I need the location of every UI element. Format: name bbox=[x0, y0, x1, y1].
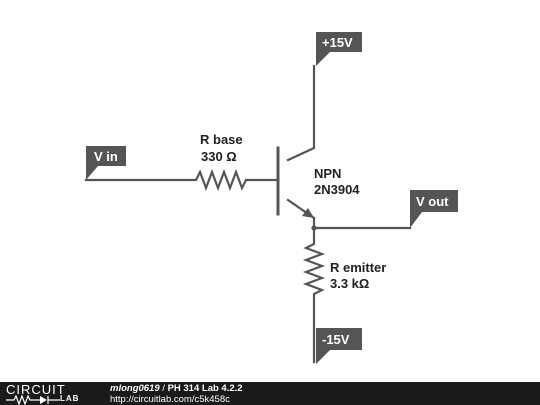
vin-label: V in bbox=[94, 149, 118, 164]
vcc-flag: +15V bbox=[316, 32, 362, 66]
remitter-resistor bbox=[302, 226, 326, 364]
rbase-resistor bbox=[84, 168, 278, 192]
remitter-name: R emitter bbox=[330, 260, 386, 275]
footer-bar: CIRCUIT LAB mlong0619 / PH 314 Lab 4.2.2… bbox=[0, 382, 540, 405]
vout-flag: V out bbox=[410, 190, 458, 228]
footer-info: mlong0619 / PH 314 Lab 4.2.2 http://circ… bbox=[110, 383, 243, 405]
collector-wire bbox=[286, 64, 316, 162]
transistor-type: NPN bbox=[314, 166, 341, 181]
logo-wordmark-bottom: LAB bbox=[60, 394, 80, 403]
vout-label: V out bbox=[416, 194, 449, 209]
output-wire bbox=[312, 216, 412, 230]
vee-flag: -15V bbox=[316, 328, 362, 364]
vee-label: -15V bbox=[322, 332, 350, 347]
remitter-value: 3.3 kΩ bbox=[330, 276, 369, 291]
rbase-name: R base bbox=[200, 132, 243, 147]
footer-separator: / bbox=[159, 383, 168, 394]
vin-flag: V in bbox=[86, 146, 126, 180]
vcc-label: +15V bbox=[322, 35, 353, 50]
logo-wordmark-top: CIRCUIT bbox=[6, 382, 66, 397]
rbase-value: 330 Ω bbox=[201, 149, 237, 164]
transistor-part: 2N3904 bbox=[314, 182, 360, 197]
circuit-title: PH 314 Lab 4.2.2 bbox=[167, 383, 243, 394]
circuit-url-link[interactable]: http://circuitlab.com/c5k458c bbox=[110, 393, 230, 405]
circuit-schematic: +15V V in R base 330 Ω NPN 2N3904 V out … bbox=[84, 32, 458, 364]
circuitlab-logo[interactable]: CIRCUIT LAB bbox=[6, 383, 96, 405]
resistor-diode-icon bbox=[6, 395, 60, 405]
author-link[interactable]: mlong0619 bbox=[110, 383, 160, 394]
emitter-arrow bbox=[302, 208, 314, 218]
